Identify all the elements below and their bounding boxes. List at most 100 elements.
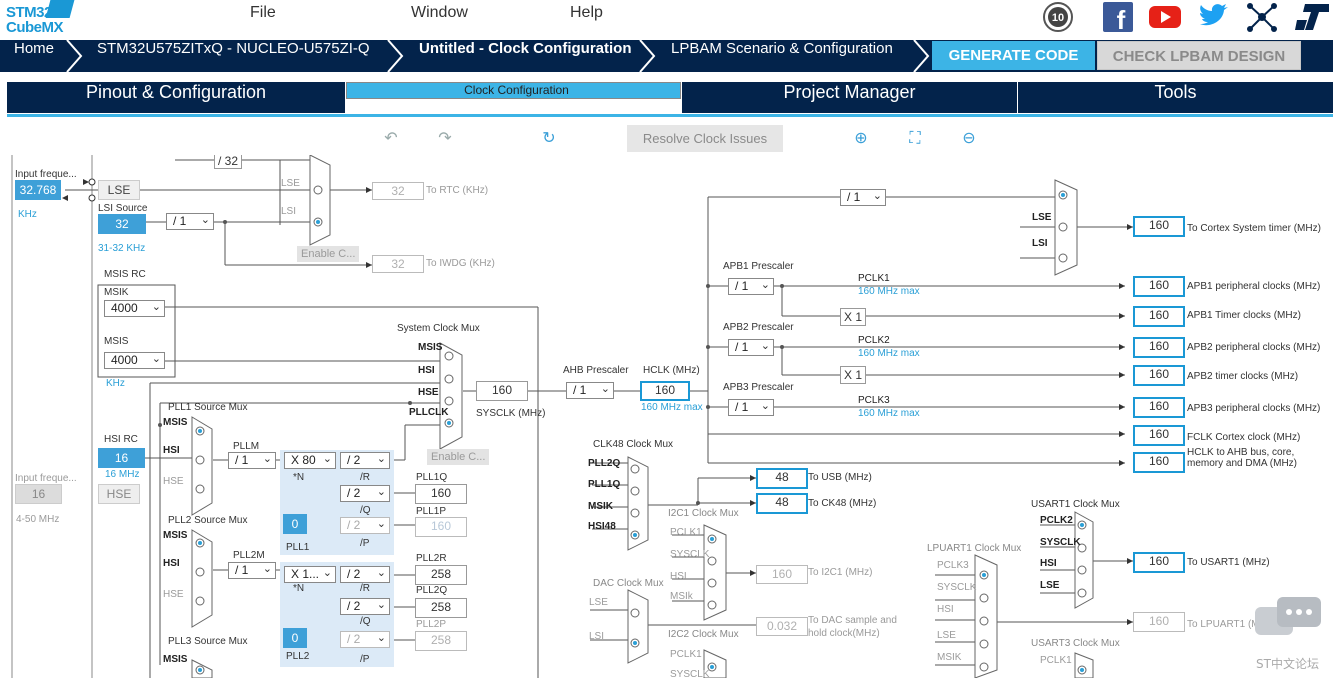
breadcrumb-home[interactable]: Home (14, 40, 55, 57)
pll2m-select[interactable]: / 1⌄ (228, 562, 276, 579)
pll2r-field: 258 (415, 565, 467, 585)
apb2-periph-field[interactable]: 160 (1133, 337, 1185, 358)
usart1-mux-title: USART1 Clock Mux (1031, 499, 1120, 510)
pll1-q-select[interactable]: / 2⌄ (340, 485, 390, 502)
breadcrumb-mcu[interactable]: STM32U575ZITxQ - NUCLEO-U575ZI-Q (97, 40, 370, 57)
anniversary-10-icon[interactable]: 10 (1041, 2, 1075, 32)
sysclk-label: SYSCLK (MHz) (476, 408, 546, 419)
check-lpbam-button[interactable]: CHECK LPBAM DESIGN (1097, 41, 1301, 70)
apb2-prescaler-title: APB2 Prescaler (723, 322, 794, 333)
cortex-divider-select[interactable]: / 1⌄ (840, 189, 886, 206)
chevron-right-icon (387, 40, 404, 72)
apb2-timer-field[interactable]: 160 (1133, 365, 1185, 386)
pll2-q-select[interactable]: / 2⌄ (340, 598, 390, 615)
zoom-in-icon[interactable]: ⊕ (854, 128, 868, 147)
i2c1-mux-title: I2C1 Clock Mux (668, 508, 739, 519)
menu-file[interactable]: File (250, 4, 276, 21)
pll1-n-select[interactable]: X 80⌄ (284, 452, 336, 469)
hclk-ahb-label: HCLK to AHB bus, core, memory and DMA (M… (1187, 447, 1298, 469)
msis-select[interactable]: 4000⌄ (104, 352, 165, 369)
pll2r-label: PLL2R (416, 553, 447, 564)
apb3-prescaler-select[interactable]: / 1⌄ (728, 399, 774, 416)
tab-pinout[interactable]: Pinout & Configuration (7, 82, 345, 113)
dac-lsi: LSI (589, 631, 605, 642)
pllm-select[interactable]: / 1⌄ (228, 452, 276, 469)
youtube-icon[interactable] (1148, 2, 1182, 32)
apb1-timer-field[interactable]: 160 (1133, 306, 1185, 327)
tab-clock-configuration[interactable]: Clock Configuration (346, 82, 681, 99)
hclk-field[interactable]: 160 (640, 381, 690, 401)
lsi-divider-select[interactable]: / 1⌄ (166, 213, 214, 230)
tab-project-manager[interactable]: Project Manager (682, 82, 1017, 113)
lpuart1-freq-field: 160 (1133, 612, 1185, 632)
enable-css-button[interactable]: Enable C... (427, 449, 490, 465)
msik-select[interactable]: 4000⌄ (104, 300, 165, 317)
breadcrumb-lpbam[interactable]: LPBAM Scenario & Configuration (671, 40, 893, 57)
svg-text:10: 10 (1052, 12, 1064, 24)
menu-window[interactable]: Window (411, 4, 468, 21)
redo-icon[interactable]: ↷ (438, 128, 452, 147)
enable-css-rtc-button[interactable]: Enable C... (297, 246, 360, 262)
lpuart1-label: To LPUART1 (MHz) (1187, 619, 1276, 630)
ahb-prescaler-select[interactable]: / 1⌄ (566, 382, 614, 399)
pclk1-label: PCLK1 (858, 273, 890, 284)
pll1-r-select[interactable]: / 2⌄ (340, 452, 390, 469)
hclk-ahb-field[interactable]: 160 (1133, 452, 1185, 473)
pllm-label: PLLM (233, 441, 260, 452)
pll2-r-select[interactable]: / 2⌄ (340, 566, 390, 583)
pll1-p-select[interactable]: / 2⌄ (340, 517, 390, 534)
hsi-value[interactable]: 16 (98, 448, 145, 468)
pll2-source-mux-title: PLL2 Source Mux (168, 515, 248, 526)
pll2p-field: 258 (415, 631, 467, 651)
undo-icon[interactable]: ↶ (384, 128, 398, 147)
logo-text-cubemx: CubeMX (6, 19, 64, 36)
hse-block[interactable]: HSE (98, 484, 140, 504)
usb-freq-field[interactable]: 48 (756, 468, 808, 489)
pll1-source-mux-title: PLL1 Source Mux (168, 402, 248, 413)
pll2-n-select[interactable]: X 1...⌄ (284, 566, 336, 583)
usart1-freq-field[interactable]: 160 (1133, 552, 1185, 573)
apb1-periph-field[interactable]: 160 (1133, 276, 1185, 297)
fit-screen-icon[interactable]: ⛶ (909, 128, 921, 147)
lse-unit: KHz (18, 209, 37, 220)
pll2-p-select[interactable]: / 2⌄ (340, 631, 390, 648)
refresh-icon[interactable]: ↻ (542, 128, 556, 147)
apb1-prescaler-select[interactable]: / 1⌄ (728, 278, 774, 295)
cortex-mux-lse: LSE (1032, 212, 1052, 223)
msis-rc-title: MSIS RC (104, 269, 146, 280)
menu-help[interactable]: Help (570, 4, 603, 21)
pll1-fracn[interactable]: 0 (283, 514, 307, 534)
zoom-out-icon[interactable]: ⊖ (962, 128, 976, 147)
dac-mux-title: DAC Clock Mux (593, 578, 664, 589)
cortex-timer-field[interactable]: 160 (1133, 216, 1185, 237)
hsi-rc-title: HSI RC (104, 434, 138, 445)
resolve-clock-issues-button[interactable]: Resolve Clock Issues (627, 125, 783, 152)
sysmux-hsi: HSI (418, 365, 435, 376)
usart1-sysclk: SYSCLK (1040, 537, 1081, 548)
twitter-icon[interactable] (1197, 2, 1231, 32)
tab-tools[interactable]: Tools (1018, 82, 1333, 113)
pll2-fracn[interactable]: 0 (283, 628, 307, 648)
i2c2-pclk: PCLK1 (670, 649, 702, 660)
lsi-value[interactable]: 32 (98, 214, 146, 234)
pll2-name: PLL2 (286, 651, 310, 662)
breadcrumb-current[interactable]: Untitled - Clock Configuration (419, 40, 632, 57)
pll1-n-label: *N (293, 472, 305, 483)
lsi-range: 31-32 KHz (98, 243, 146, 254)
network-icon[interactable] (1245, 2, 1279, 32)
generate-code-button[interactable]: GENERATE CODE (932, 41, 1095, 70)
lse-input-value[interactable]: 32.768 (15, 180, 61, 200)
sysclk-field[interactable]: 160 (476, 381, 528, 401)
apb2-prescaler-select[interactable]: / 1⌄ (728, 339, 774, 356)
apb3-periph-field[interactable]: 160 (1133, 397, 1185, 418)
facebook-icon[interactable]: f (1101, 2, 1135, 32)
apb3-prescaler-title: APB3 Prescaler (723, 382, 794, 393)
lse-block[interactable]: LSE (98, 180, 140, 200)
ck48-freq-field[interactable]: 48 (756, 493, 808, 514)
fclk-label: FCLK Cortex clock (MHz) (1187, 432, 1301, 443)
clock-tree-diagram: Input freque... 32.768 KHz LSE LSI Sourc… (0, 155, 1333, 678)
hse-input-value[interactable]: 16 (15, 484, 62, 504)
fclk-field[interactable]: 160 (1133, 425, 1185, 446)
pll2-r-label: /R (360, 583, 370, 594)
st-logo-icon[interactable] (1295, 2, 1329, 32)
